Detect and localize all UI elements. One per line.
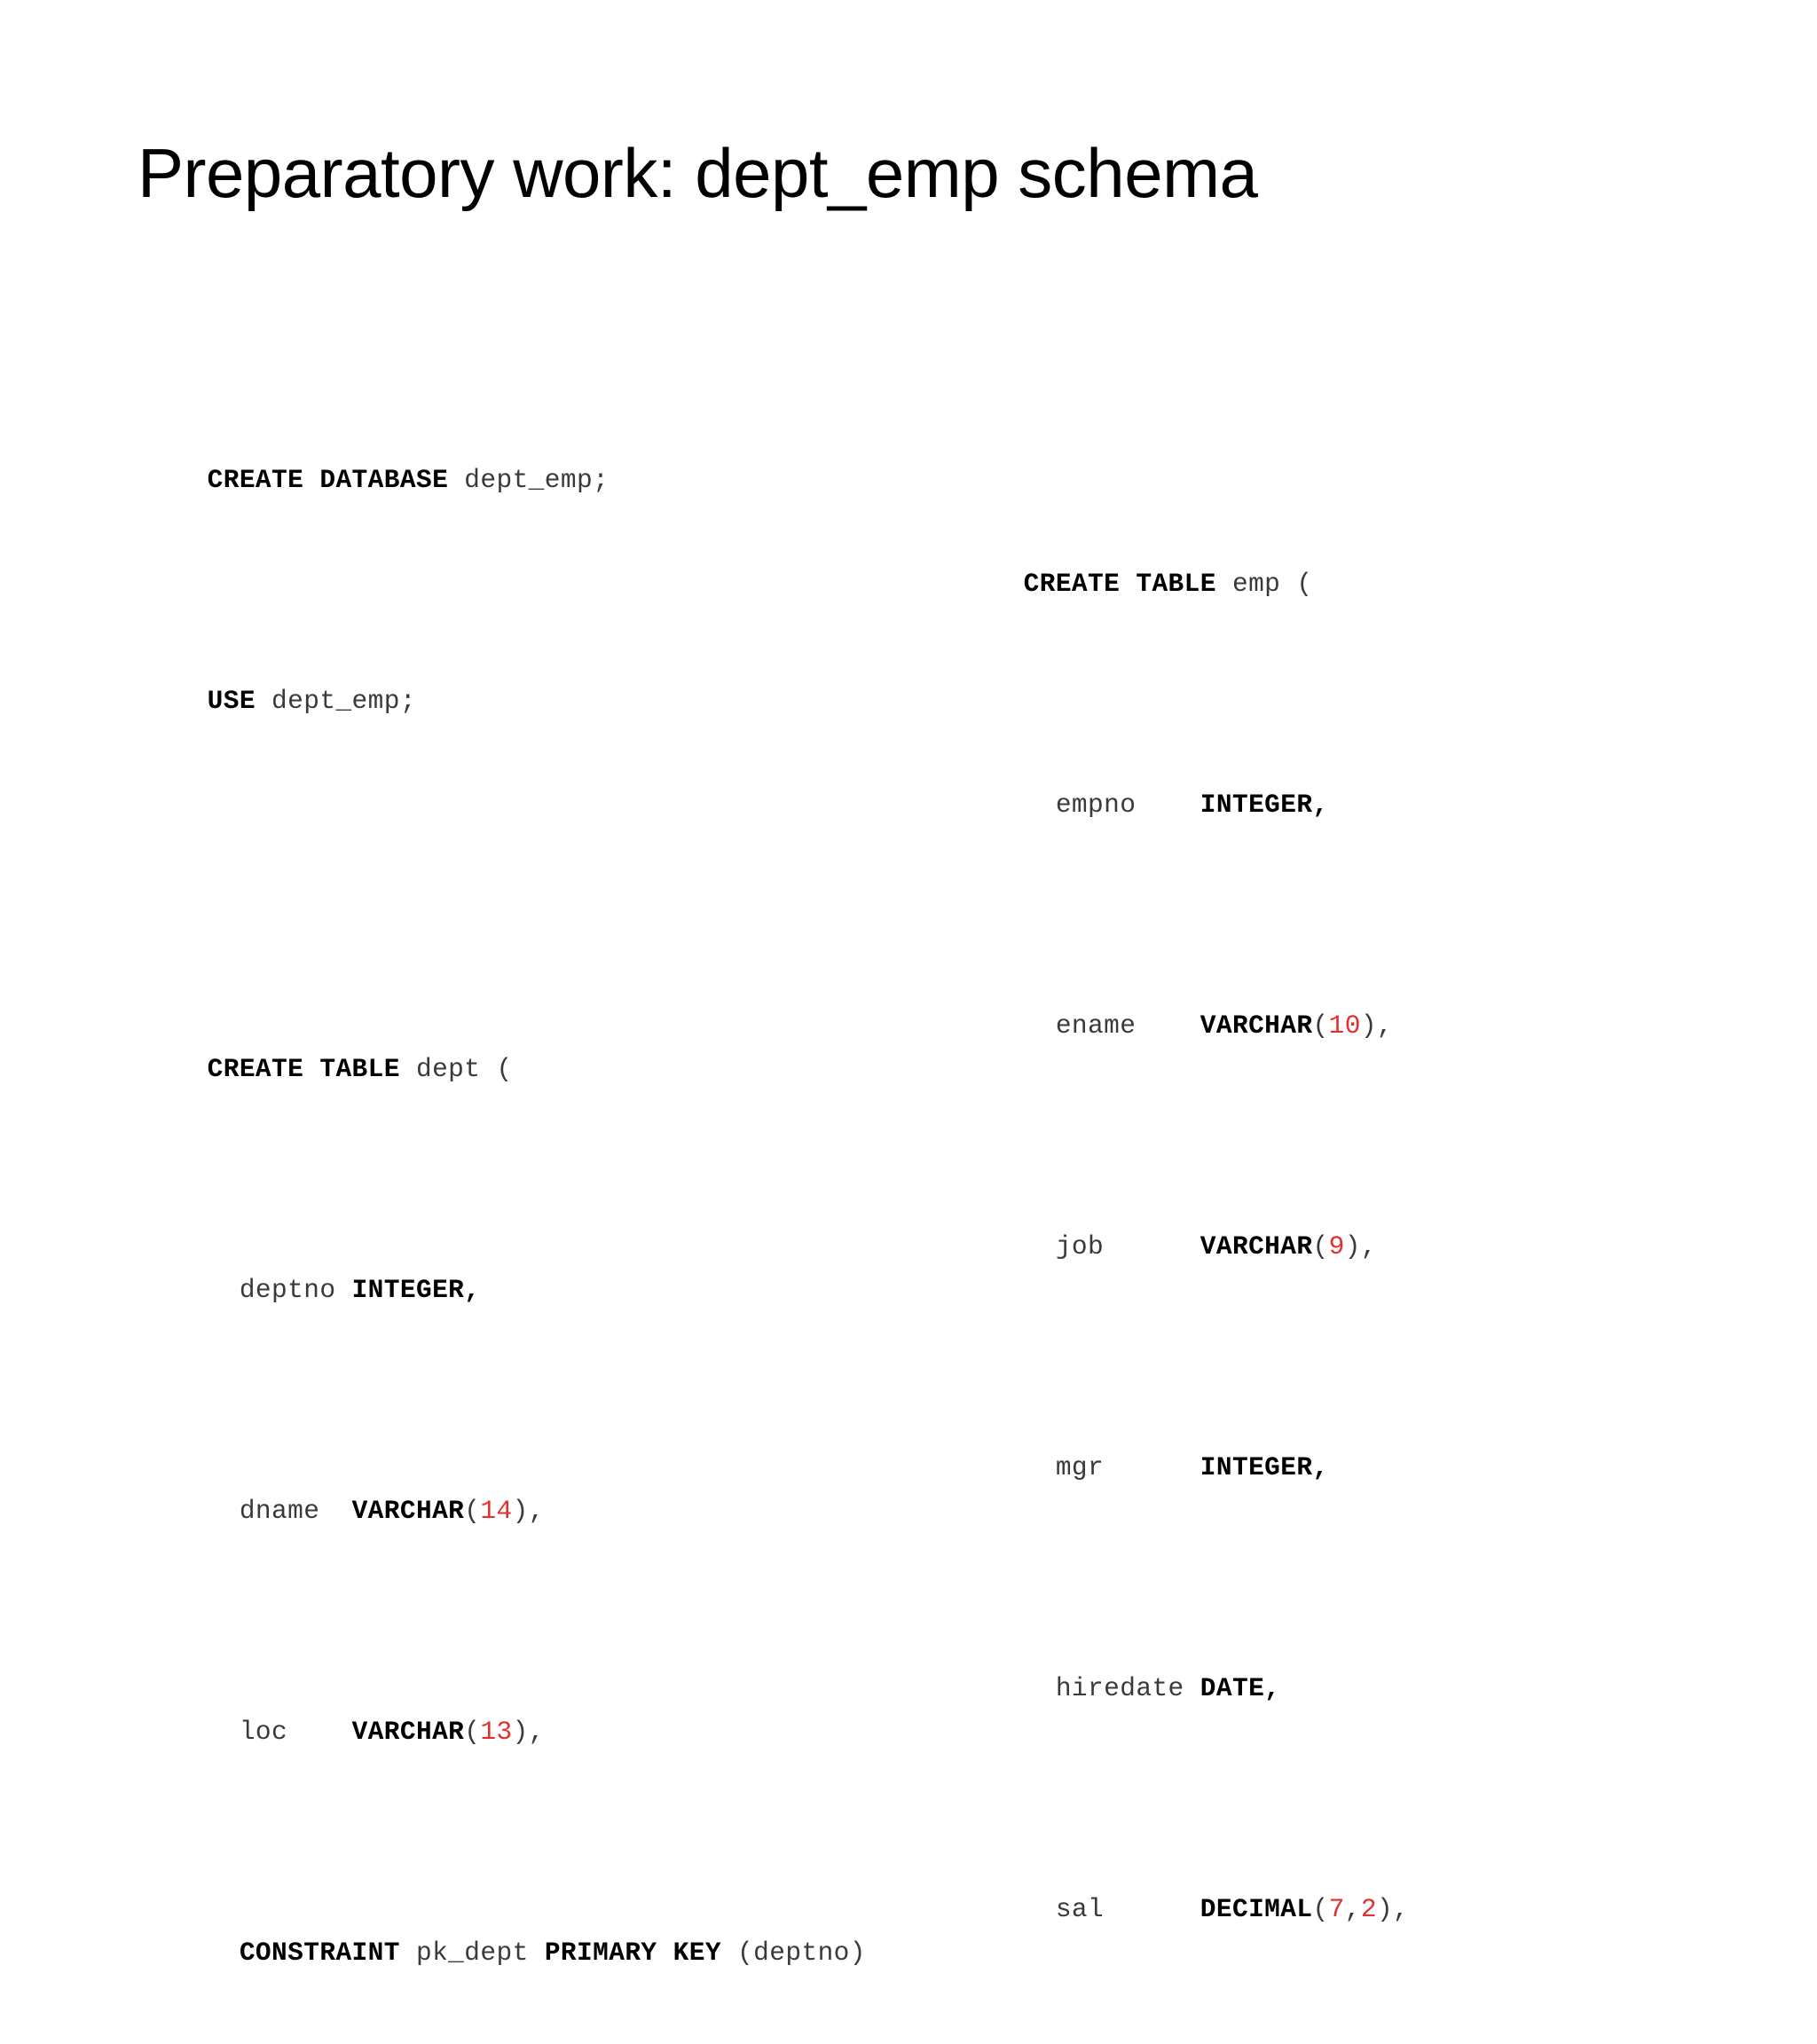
sql-keyword: INTEGER, — [1200, 790, 1329, 820]
sql-keyword: INTEGER, — [351, 1275, 481, 1305]
sql-punctuation: ), — [1344, 1231, 1377, 1262]
sql-keyword: PRIMARY KEY — [544, 1938, 721, 1968]
code-line: loc VARCHAR(13), — [111, 1678, 866, 1788]
sql-punctuation: ), — [1360, 1010, 1394, 1041]
code-line: CREATE TABLE emp ( — [927, 530, 1714, 641]
sql-identifier: ename — [1023, 1010, 1200, 1041]
sql-punctuation: ( — [1312, 1894, 1329, 1924]
code-line: CONSTRAINT pk_dept PRIMARY KEY (deptno) — [111, 1899, 866, 2009]
code-line: job VARCHAR(9), — [927, 1192, 1714, 1303]
sql-identifier: mgr — [1023, 1452, 1200, 1482]
sql-number-literal: 9 — [1328, 1231, 1345, 1262]
sql-identifier: job — [1023, 1231, 1200, 1262]
sql-identifier: dept ( — [399, 1054, 513, 1084]
sql-punctuation: ), — [512, 1496, 545, 1526]
sql-identifier: (deptno) — [720, 1938, 866, 1968]
sql-identifier: sal — [1023, 1894, 1200, 1924]
code-line: sal DECIMAL(7,2), — [927, 1855, 1714, 1966]
sql-keyword: USE — [207, 686, 256, 716]
sql-identifier: deptno — [207, 1275, 352, 1305]
code-line: hiredate DATE, — [927, 1634, 1714, 1745]
sql-keyword: DECIMAL — [1200, 1894, 1313, 1924]
sql-identifier: loc — [207, 1717, 352, 1747]
sql-keyword: CREATE TABLE — [207, 1054, 400, 1084]
sql-number-literal: 14 — [480, 1496, 513, 1526]
code-line: mgr INTEGER, — [927, 1413, 1714, 1524]
sql-keyword: CREATE DATABASE — [207, 465, 449, 495]
code-block-emp: CREATE TABLE emp ( empno INTEGER, ename … — [927, 419, 1714, 2044]
code-block-dept: CREATE DATABASE dept_emp; USE dept_emp; … — [111, 315, 866, 2044]
sql-keyword: VARCHAR — [351, 1717, 465, 1747]
sql-number-literal: 2 — [1360, 1894, 1377, 1924]
sql-punctuation: ), — [1376, 1894, 1410, 1924]
sql-keyword: DATE, — [1200, 1673, 1281, 1703]
sql-number-literal: 10 — [1328, 1010, 1361, 1041]
code-line: deptno INTEGER, — [111, 1236, 866, 1347]
code-line: CREATE DATABASE dept_emp; — [111, 426, 866, 537]
sql-punctuation: ( — [1312, 1010, 1329, 1041]
sql-keyword: CONSTRAINT — [207, 1938, 400, 1968]
sql-punctuation: ( — [464, 1496, 481, 1526]
sql-identifier: dept_emp; — [448, 465, 610, 495]
code-line: ename VARCHAR(10), — [927, 971, 1714, 1082]
sql-punctuation: ( — [464, 1717, 481, 1747]
sql-punctuation: , — [1344, 1894, 1361, 1924]
code-line: USE dept_emp; — [111, 647, 866, 758]
slide-canvas: Preparatory work: dept_emp schema CREATE… — [138, 134, 1409, 1968]
sql-keyword: INTEGER, — [1200, 1452, 1329, 1482]
sql-identifier: empno — [1023, 790, 1200, 820]
sql-keyword: VARCHAR — [1200, 1010, 1313, 1041]
sql-identifier: emp ( — [1215, 569, 1313, 599]
sql-keyword: VARCHAR — [1200, 1231, 1313, 1262]
sql-number-literal: 13 — [480, 1717, 513, 1747]
code-line: CREATE TABLE dept ( — [111, 1015, 866, 1126]
code-line-blank — [111, 868, 866, 905]
sql-number-literal: 7 — [1328, 1894, 1345, 1924]
sql-keyword: CREATE TABLE — [1023, 569, 1216, 599]
code-line: empno INTEGER, — [927, 751, 1714, 861]
sql-identifier: hiredate — [1023, 1673, 1200, 1703]
sql-punctuation: ), — [512, 1717, 545, 1747]
sql-identifier: pk_dept — [399, 1938, 545, 1968]
sql-keyword: VARCHAR — [351, 1496, 465, 1526]
page-title: Preparatory work: dept_emp schema — [138, 134, 1258, 213]
code-line: dname VARCHAR(14), — [111, 1457, 866, 1568]
sql-identifier: dname — [207, 1496, 352, 1526]
sql-identifier: dept_emp; — [255, 686, 416, 716]
sql-punctuation: ( — [1312, 1231, 1329, 1262]
